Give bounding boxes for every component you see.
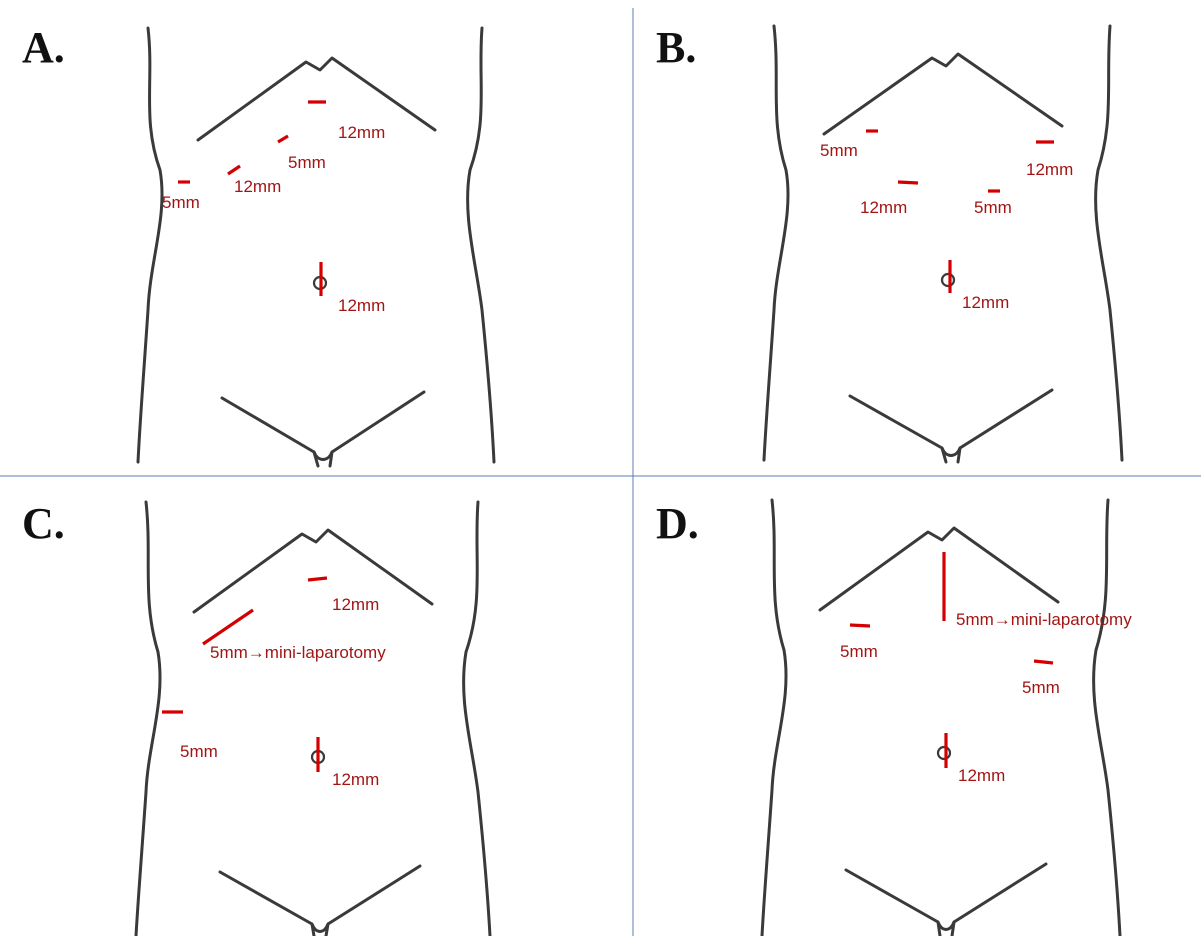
incision-d-3 xyxy=(1034,661,1053,663)
incisions-a xyxy=(178,102,326,296)
torso-left-side-d xyxy=(762,500,786,936)
panel-b: B. 5mm 12mm 12mm 5mm 12mm xyxy=(656,23,1122,462)
torso-right-side-a xyxy=(468,28,494,462)
port-label-b-4: 5mm xyxy=(974,198,1012,217)
port-label-a-5: 12mm xyxy=(338,296,385,315)
costal-margin-c xyxy=(194,530,432,612)
port-label-a-1: 12mm xyxy=(338,123,385,142)
port-label-a-2: 5mm xyxy=(288,153,326,172)
incision-a-2 xyxy=(278,136,288,142)
port-label-c-3: 5mm xyxy=(180,742,218,761)
groin-line-c xyxy=(220,866,420,936)
umbilicus-d xyxy=(938,747,950,759)
panel-a: A. 12mm 5mm 12mm 5mm 12mm xyxy=(22,23,494,466)
port-label-c-1: 12mm xyxy=(332,595,379,614)
port-label-d-1: 5mm→mini-laparotomy xyxy=(956,610,1132,629)
panel-letter-c: C. xyxy=(22,499,65,548)
incision-b-3 xyxy=(898,182,918,183)
port-label-d-4: 12mm xyxy=(958,766,1005,785)
umbilicus-b xyxy=(942,274,954,286)
groin-line-b xyxy=(850,390,1052,462)
costal-margin-b xyxy=(824,54,1062,134)
panel-letter-d: D. xyxy=(656,499,699,548)
port-label-a-4: 5mm xyxy=(162,193,200,212)
torso-outline-d xyxy=(762,500,1120,936)
torso-outline-a xyxy=(138,28,494,466)
port-label-b-1: 5mm xyxy=(820,141,858,160)
port-label-b-2: 12mm xyxy=(1026,160,1073,179)
torso-outline-b xyxy=(764,26,1122,462)
panel-letter-b: B. xyxy=(656,23,696,72)
port-label-d-2: 5mm xyxy=(840,642,878,661)
torso-left-side-a xyxy=(138,28,162,462)
port-label-b-5: 12mm xyxy=(962,293,1009,312)
pubic-mark-d xyxy=(938,922,954,930)
incision-d-2 xyxy=(850,625,870,626)
torso-right-side-c xyxy=(464,502,490,936)
incisions-d xyxy=(850,552,1053,768)
costal-margin-a xyxy=(198,58,435,140)
incision-c-1 xyxy=(308,578,327,580)
pubic-mark-c xyxy=(312,924,328,932)
port-label-c-2: 5mm→mini-laparotomy xyxy=(210,643,386,662)
panel-d: D. 5mm→mini-laparotomy 5mm 5mm 12mm xyxy=(656,499,1132,936)
incision-a-3 xyxy=(228,166,240,174)
panel-letter-a: A. xyxy=(22,23,65,72)
incision-c-2 xyxy=(203,610,253,644)
port-label-d-3: 5mm xyxy=(1022,678,1060,697)
port-label-c-4: 12mm xyxy=(332,770,379,789)
port-label-a-3: 12mm xyxy=(234,177,281,196)
torso-left-side-c xyxy=(136,502,160,936)
torso-right-side-b xyxy=(1096,26,1122,460)
groin-line-a xyxy=(222,392,424,466)
panel-c: C. 12mm 5mm→mini-laparotomy 5mm 12mm xyxy=(22,499,490,936)
costal-margin-d xyxy=(820,528,1058,610)
torso-outline-c xyxy=(136,502,490,936)
port-label-b-3: 12mm xyxy=(860,198,907,217)
torso-right-side-d xyxy=(1094,500,1120,936)
pubic-mark-b xyxy=(942,448,960,456)
torso-left-side-b xyxy=(764,26,788,460)
groin-line-d xyxy=(846,864,1046,936)
pubic-mark-a xyxy=(314,452,332,460)
